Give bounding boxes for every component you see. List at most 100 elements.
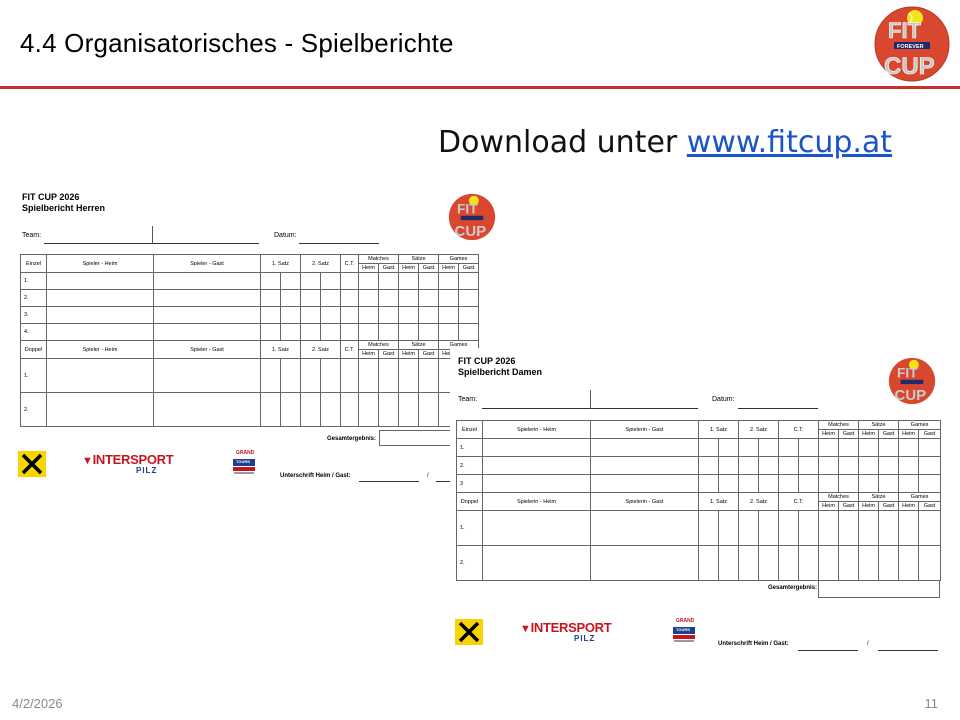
svg-text:FIT: FIT xyxy=(457,201,478,216)
svg-text:FOREVER: FOREVER xyxy=(897,44,924,50)
row-number: 3. xyxy=(20,306,47,324)
herren-subtitle: Spielbericht Herren xyxy=(22,203,106,213)
herren-games-header: Games xyxy=(438,254,480,264)
sub-gast: Gast xyxy=(418,349,440,359)
herren-satz1-header: 1. Satz xyxy=(260,254,301,273)
herren-dsatz1-header: 1. Satz xyxy=(260,340,301,359)
tours-text: TOURS xyxy=(236,459,250,464)
fitcup-link[interactable]: www.fitcup.at xyxy=(686,125,893,160)
intersport-text: INTERSPORT xyxy=(92,452,174,467)
svg-text:CUP: CUP xyxy=(895,387,927,404)
herren-unterschrift-label: Unterschrift Heim / Gast: xyxy=(280,473,351,479)
row-number: 2. xyxy=(456,456,483,475)
damen-heim-header: Spielerin - Heim xyxy=(482,420,591,439)
damen-sig-heim-line[interactable] xyxy=(798,650,858,651)
sub-gast: Gast xyxy=(418,263,440,273)
table-row: 3. xyxy=(20,306,499,324)
herren-datum-line[interactable] xyxy=(299,243,379,244)
raiffeisen-logo xyxy=(455,619,483,645)
damen-gast-header: Spielerin - Gast xyxy=(590,420,699,439)
damen-team-label: Team: xyxy=(458,396,478,403)
herren-sig-heim-line[interactable] xyxy=(359,481,419,482)
spielbericht-herren: FIT CUP 2026 Spielbericht Herren FIT CUP… xyxy=(14,186,504,496)
herren-einzel-header: Einzel xyxy=(20,254,47,273)
slide-title: 4.4 Organisatorisches - Spielberichte xyxy=(20,28,454,58)
row-number: 1. xyxy=(20,272,47,290)
sub-gast: Gast xyxy=(918,429,942,439)
row-number: 2. xyxy=(456,545,483,581)
pilz-text: PILZ xyxy=(574,634,596,643)
herren-gast-header: Spieler - Gast xyxy=(153,254,261,273)
intersport-logo: ▼INTERSPORT xyxy=(520,620,612,635)
damen-dsatz2-header: 2. Satz xyxy=(738,492,779,511)
herren-satz2-header: 2. Satz xyxy=(300,254,341,273)
intersport-text: INTERSPORT xyxy=(530,620,612,635)
damen-team-divider xyxy=(590,390,591,409)
sub-heim: Heim xyxy=(358,263,379,273)
herren-logo: FIT CUP xyxy=(448,193,496,241)
slide-number: 11 xyxy=(924,696,939,711)
herren-sig-slash: / xyxy=(427,473,429,479)
herren-gesamt-label: Gesamtergebnis: xyxy=(327,436,377,442)
sub-heim: Heim xyxy=(398,349,420,359)
table-row: 2. xyxy=(20,289,499,307)
table-row: 2. xyxy=(20,392,499,427)
sub-gast: Gast xyxy=(837,501,860,511)
table-row: 1. xyxy=(20,272,499,290)
damen-sig-gast-line[interactable] xyxy=(878,650,938,651)
sub-gast: Gast xyxy=(878,501,900,511)
herren-ct-header: C.T. xyxy=(340,254,359,273)
damen-matches-header: Matches xyxy=(817,420,860,430)
herren-einzel-table: Einzel Spieler - Heim Spieler - Gast 1. … xyxy=(20,254,499,427)
grand-text: GRAND xyxy=(676,618,695,624)
damen-unterschrift-label: Unterschrift Heim / Gast: xyxy=(718,641,789,647)
damen-dct-header: C.T. xyxy=(778,492,819,511)
sub-heim: Heim xyxy=(898,501,920,511)
svg-text:CUP: CUP xyxy=(455,223,487,240)
damen-doppel-header: Doppel xyxy=(456,492,483,511)
row-number: 4. xyxy=(20,323,47,341)
herren-team-label: Team: xyxy=(22,232,42,239)
damen-subtitle: Spielbericht Damen xyxy=(458,367,543,377)
damen-datum-line[interactable] xyxy=(738,408,818,409)
sub-heim: Heim xyxy=(818,501,839,511)
herren-title: FIT CUP 2026 xyxy=(22,192,80,202)
row-number: 1. xyxy=(456,510,483,546)
damen-title: FIT CUP 2026 xyxy=(458,356,516,366)
damen-einzel-header: Einzel xyxy=(456,420,483,439)
download-text: Download unter www.fitcup.at xyxy=(438,125,892,160)
sub-heim: Heim xyxy=(858,429,880,439)
sub-heim: Heim xyxy=(398,263,420,273)
damen-satz1-header: 1. Satz xyxy=(698,420,739,439)
intersport-logo: ▼INTERSPORT xyxy=(82,452,174,467)
herren-dct-header: C.T. xyxy=(340,340,359,359)
table-row: 3 xyxy=(456,474,942,493)
damen-saetze-header: Sätze xyxy=(858,420,900,430)
raiffeisen-logo xyxy=(18,451,46,477)
row-number: 2. xyxy=(20,392,47,427)
herren-team-divider xyxy=(152,226,153,244)
row-number: 2. xyxy=(20,289,47,307)
damen-dgames-header: Games xyxy=(898,492,942,502)
sub-gast: Gast xyxy=(377,263,400,273)
fit-cup-logo: FIT FOREVER CUP xyxy=(874,4,950,84)
herren-dmatches-header: Matches xyxy=(357,340,400,350)
row-number: 1. xyxy=(456,438,483,457)
svg-text:FIT: FIT xyxy=(888,18,922,43)
sub-gast: Gast xyxy=(918,501,942,511)
table-row: 1. xyxy=(20,358,499,393)
damen-ct-header: C.T. xyxy=(778,420,819,439)
title-divider xyxy=(0,86,960,89)
damen-dsatz1-header: 1. Satz xyxy=(698,492,739,511)
tours-text: TOURS xyxy=(676,627,690,632)
herren-team-line[interactable] xyxy=(44,243,259,244)
row-number: 1. xyxy=(20,358,47,393)
sub-heim: Heim xyxy=(858,501,880,511)
sub-heim: Heim xyxy=(898,429,920,439)
download-prefix: Download unter xyxy=(438,125,687,160)
damen-gesamt-box xyxy=(818,580,940,598)
table-row: 1. xyxy=(456,510,942,546)
sub-gast: Gast xyxy=(878,429,900,439)
sub-gast: Gast xyxy=(837,429,860,439)
damen-dheim-header: Spielerin - Heim xyxy=(482,492,591,511)
